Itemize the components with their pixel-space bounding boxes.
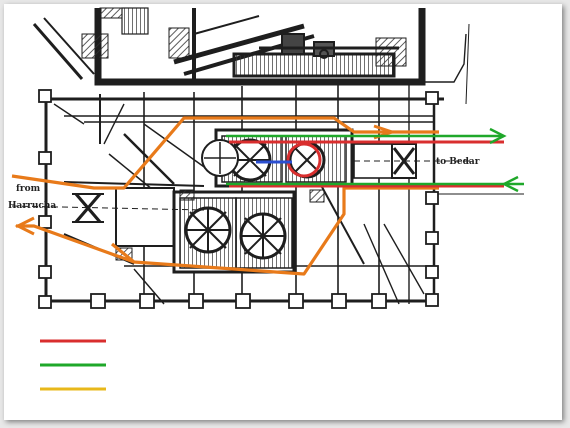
machinery [11,103,474,305]
orange-route [11,116,439,276]
top-building [32,7,426,86]
post-boxes [38,89,439,309]
green-route [226,127,524,193]
lower-fan-right [239,212,287,260]
label-to-right: to Bedar [436,157,480,167]
legend [40,339,106,391]
figure-frame: to Bedar from Harrucha [4,4,562,420]
track-diagram: to Bedar from Harrucha [8,7,524,391]
red-route [229,140,504,188]
label-from-line1: from [16,184,41,194]
label-from-line2: Harrucha [8,201,56,211]
lower-fan-left [184,206,232,254]
